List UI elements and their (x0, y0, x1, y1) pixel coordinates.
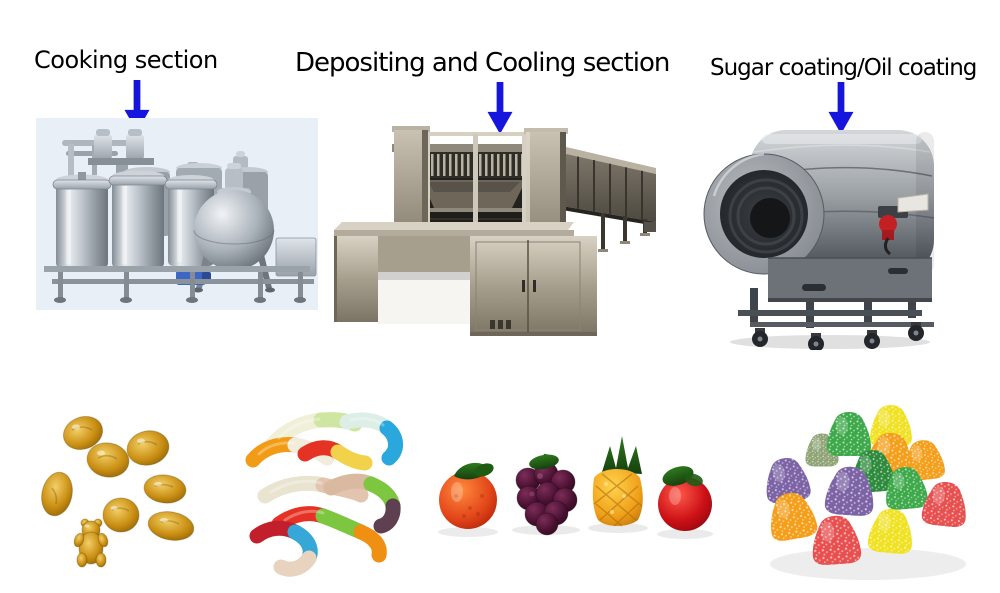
floor-shadow (730, 335, 930, 349)
gumdrop (765, 489, 819, 543)
coating-machine-photo (703, 130, 935, 350)
gumdrop (867, 507, 915, 555)
wheeled-cart (738, 284, 934, 350)
cooking-section-label: Cooking section (34, 46, 218, 74)
gummy-worm (249, 520, 318, 577)
gummy-worm (297, 440, 373, 471)
worm-ridges (257, 417, 385, 522)
discharge-valve (878, 193, 929, 256)
gumdrop (870, 405, 912, 447)
drum-front-opening (703, 152, 825, 275)
gummy-candy (126, 430, 170, 466)
gummy-candy (86, 442, 130, 478)
caster-wheel (864, 330, 880, 349)
coating-section-label: Sugar coating/Oil coating (710, 55, 977, 81)
pineapple-gummy (592, 436, 643, 527)
gumdrop (762, 455, 812, 505)
gumdrop (850, 448, 896, 494)
strawberry-gummy (439, 462, 497, 529)
gummy-worm (323, 473, 401, 534)
gumdrop (883, 465, 929, 511)
gummy-bear (73, 518, 109, 568)
gummy-candy (62, 415, 104, 451)
down-arrow-icon (828, 82, 854, 134)
front-cabinet (334, 222, 597, 336)
pile-shadow (770, 548, 966, 580)
gummy-candy (147, 511, 195, 541)
down-arrow-icon (487, 82, 513, 134)
table-shadows (438, 523, 713, 539)
fruit-gummies-photo (438, 436, 713, 539)
cooling-tunnel (562, 146, 656, 252)
gumdrops-photo (762, 405, 970, 580)
base-frame (44, 266, 314, 303)
caster-wheel (752, 328, 768, 347)
gumdrop (863, 429, 917, 483)
drum-lower-panel (768, 257, 932, 302)
apple-gummy (658, 466, 712, 531)
depositing-cooling-section-label: Depositing and Cooling section (295, 48, 670, 78)
amber-gummies-photo (41, 415, 195, 568)
gumdrop (920, 479, 970, 529)
gumdrop (827, 412, 871, 456)
gumdrop (824, 465, 876, 517)
gumdrop (805, 433, 839, 467)
depositing-machine-photo (334, 126, 656, 336)
cooking-tank (52, 172, 112, 268)
gloss-highlights (72, 424, 168, 528)
gumdrop (902, 438, 946, 482)
gummy-worms-photo (245, 412, 403, 577)
grape-gummy (515, 453, 578, 536)
gummy-worm (339, 412, 403, 466)
gummy-candy (143, 474, 187, 504)
caster-wheel (908, 322, 924, 341)
gummy-candy (102, 497, 140, 533)
cooking-tank (108, 170, 168, 268)
gummy-candy (41, 471, 73, 517)
cooking-machine-photo (36, 118, 318, 310)
caster-wheel (808, 333, 824, 350)
gumdrop (810, 514, 862, 566)
